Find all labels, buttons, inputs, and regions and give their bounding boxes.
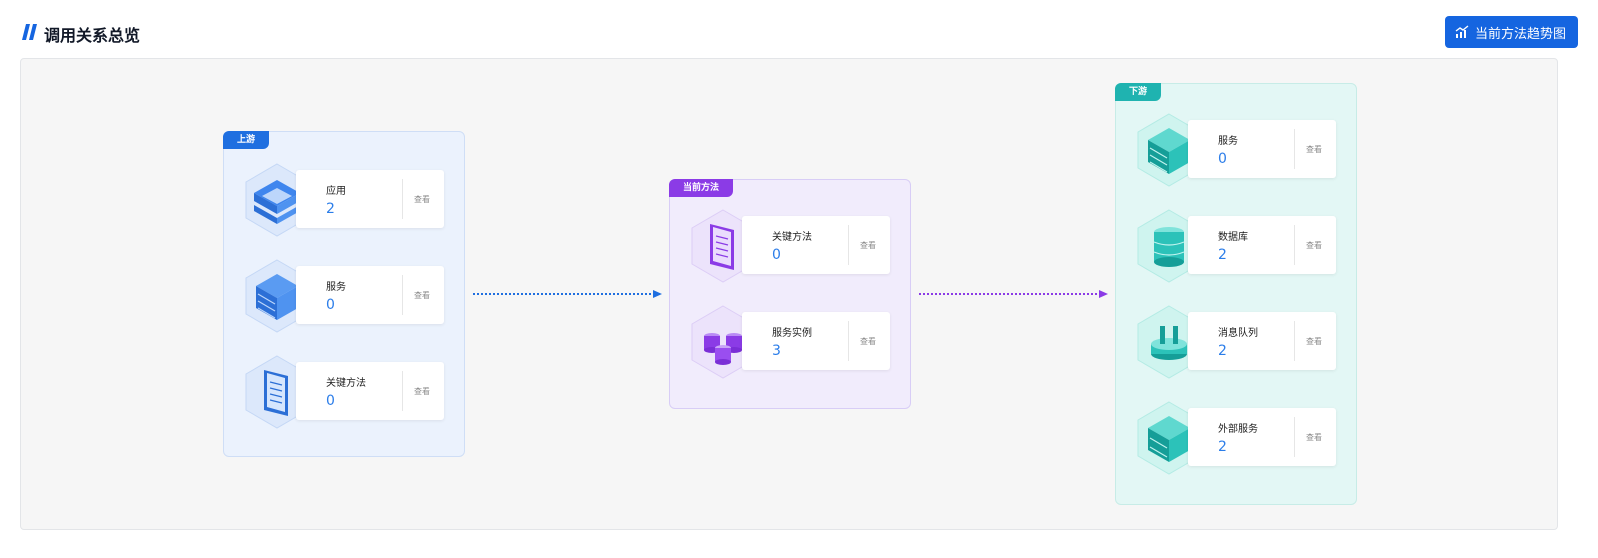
divider bbox=[1294, 417, 1295, 457]
upstream-to-current-arrow bbox=[473, 290, 662, 298]
database-cluster-icon bbox=[691, 305, 755, 379]
divider bbox=[402, 275, 403, 315]
card-count: 0 bbox=[772, 247, 781, 263]
app-stack-icon bbox=[245, 163, 309, 237]
divider bbox=[1294, 129, 1295, 169]
trend-chart-button-label: 当前方法趋势图 bbox=[1474, 26, 1566, 42]
trend-chart-icon bbox=[1455, 25, 1469, 38]
card-label: 外部服务 bbox=[1218, 424, 1258, 435]
header: 调用关系总览 当前方法趋势图 bbox=[20, 16, 1578, 48]
card-label: 关键方法 bbox=[772, 232, 812, 243]
card-label: 服务 bbox=[326, 282, 346, 293]
view-link[interactable]: 查看 bbox=[1306, 145, 1322, 154]
view-link[interactable]: 查看 bbox=[414, 387, 430, 396]
current-method-tag: 当前方法 bbox=[669, 179, 734, 197]
call-graph-canvas: 上游 应用 2 查看 服务 0 bbox=[20, 58, 1558, 530]
card-count: 2 bbox=[1218, 439, 1227, 455]
card-label: 应用 bbox=[326, 186, 346, 197]
divider bbox=[848, 321, 849, 361]
current-to-downstream-arrow bbox=[919, 290, 1108, 298]
server-icon bbox=[245, 259, 309, 333]
view-link[interactable]: 查看 bbox=[1306, 241, 1322, 250]
upstream-group: 上游 应用 2 查看 服务 0 bbox=[223, 131, 465, 457]
message-queue-icon bbox=[1137, 305, 1201, 379]
external-server-icon bbox=[1137, 401, 1201, 475]
current-key-method-card[interactable]: 关键方法 0 查看 bbox=[742, 216, 890, 274]
current-service-instance-card[interactable]: 服务实例 3 查看 bbox=[742, 312, 890, 370]
upstream-tag: 上游 bbox=[223, 131, 270, 149]
view-link[interactable]: 查看 bbox=[414, 195, 430, 204]
downstream-group: 下游 服务 0 查看 数据库 2 查看 bbox=[1115, 83, 1357, 505]
downstream-service-card[interactable]: 服务 0 查看 bbox=[1188, 120, 1336, 178]
document-icon bbox=[691, 209, 755, 283]
upstream-service-card[interactable]: 服务 0 查看 bbox=[296, 266, 444, 324]
divider bbox=[1294, 321, 1295, 361]
view-link[interactable]: 查看 bbox=[1306, 433, 1322, 442]
divider bbox=[848, 225, 849, 265]
divider bbox=[402, 371, 403, 411]
card-label: 数据库 bbox=[1218, 232, 1248, 243]
view-link[interactable]: 查看 bbox=[860, 241, 876, 250]
view-link[interactable]: 查看 bbox=[414, 291, 430, 300]
server-icon bbox=[1137, 113, 1201, 187]
card-label: 关键方法 bbox=[326, 378, 366, 389]
upstream-app-card[interactable]: 应用 2 查看 bbox=[296, 170, 444, 228]
card-count: 2 bbox=[1218, 247, 1227, 263]
card-count: 2 bbox=[1218, 343, 1227, 359]
card-count: 0 bbox=[326, 297, 335, 313]
card-count: 0 bbox=[1218, 151, 1227, 167]
card-count: 0 bbox=[326, 393, 335, 409]
card-count: 3 bbox=[772, 343, 781, 359]
divider bbox=[1294, 225, 1295, 265]
trend-chart-button[interactable]: 当前方法趋势图 bbox=[1444, 16, 1578, 48]
view-link[interactable]: 查看 bbox=[1306, 337, 1322, 346]
current-method-group: 当前方法 关键方法 0 查看 bbox=[669, 179, 911, 409]
upstream-key-method-card[interactable]: 关键方法 0 查看 bbox=[296, 362, 444, 420]
document-icon bbox=[245, 355, 309, 429]
downstream-database-card[interactable]: 数据库 2 查看 bbox=[1188, 216, 1336, 274]
view-link[interactable]: 查看 bbox=[860, 337, 876, 346]
card-label: 服务实例 bbox=[772, 328, 812, 339]
page-title: 调用关系总览 bbox=[44, 26, 141, 45]
card-label: 服务 bbox=[1218, 136, 1238, 147]
divider bbox=[402, 179, 403, 219]
card-count: 2 bbox=[326, 201, 335, 217]
card-label: 消息队列 bbox=[1218, 328, 1258, 339]
downstream-tag: 下游 bbox=[1115, 83, 1162, 101]
downstream-message-queue-card[interactable]: 消息队列 2 查看 bbox=[1188, 312, 1336, 370]
downstream-external-service-card[interactable]: 外部服务 2 查看 bbox=[1188, 408, 1336, 466]
title-mark-icon bbox=[22, 24, 37, 40]
